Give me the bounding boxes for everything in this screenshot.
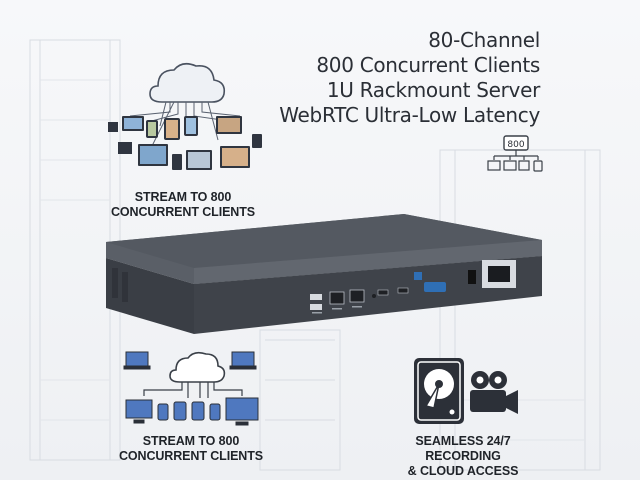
ethernet-ports [329, 289, 365, 305]
caption-bottom-left-line-2: CONCURRENT CLIENTS [118, 449, 264, 463]
headline-line-1: 80-Channel [428, 28, 540, 52]
caption-top-left-line-1: STREAM TO 800 [134, 190, 232, 204]
cloud-devices-illustration [108, 62, 262, 170]
cloud-icon [149, 62, 226, 103]
cloud-icon [169, 351, 226, 383]
caption-bottom-right-line-2: & CLOUD ACCESS [407, 464, 519, 478]
headline-line-3: 1U Rackmount Server [326, 78, 540, 102]
caption-bottom-right: SEAMLESS 24/7 RECORDING & CLOUD ACCESS [378, 434, 548, 479]
bottom-cloud-devices-illustration [123, 351, 259, 426]
headline: 80-Channel 800 Concurrent Clients 1U Rac… [279, 28, 540, 128]
caption-top-left-line-2: CONCURRENT CLIENTS [110, 205, 256, 219]
caption-top-left: STREAM TO 800 CONCURRENT CLIENTS [108, 190, 258, 220]
device-icons [108, 116, 262, 170]
concurrency-badge-icon: 800 [487, 135, 543, 172]
server-rear-panel [194, 256, 542, 334]
caption-bottom-right-line-1: SEAMLESS 24/7 RECORDING [415, 434, 511, 463]
headline-line-2: 800 Concurrent Clients [316, 53, 540, 77]
caption-bottom-left-line-1: STREAM TO 800 [142, 434, 240, 448]
hdmi-ports [372, 287, 409, 298]
headline-line-4: WebRTC Ultra-Low Latency [279, 103, 540, 127]
device-icons [123, 351, 259, 426]
badge-value: 800 [507, 140, 524, 150]
power-inlet [482, 260, 516, 288]
usb-ports [310, 294, 322, 310]
hard-drive-icon [414, 358, 464, 424]
vga-port [414, 272, 446, 292]
caption-bottom-left: STREAM TO 800 CONCURRENT CLIENTS [116, 434, 266, 464]
rackmount-server [106, 214, 542, 334]
power-switch [468, 270, 476, 284]
video-camera-icon [470, 371, 518, 414]
